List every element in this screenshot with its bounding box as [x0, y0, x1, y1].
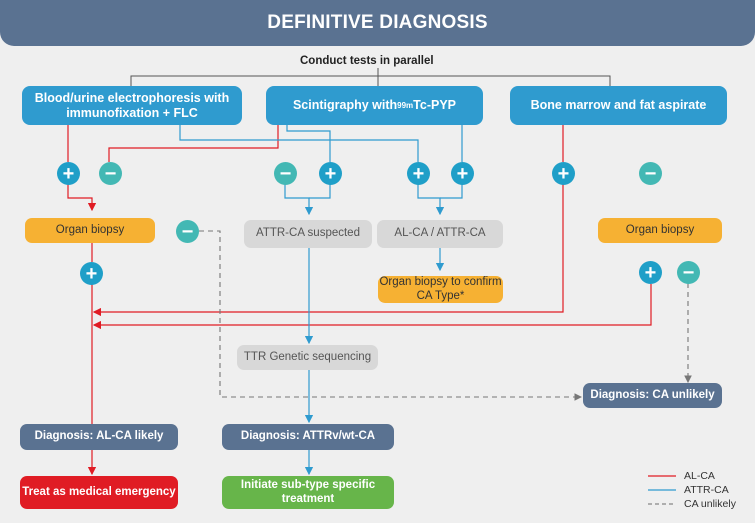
organ-biopsy-confirm-node: Organ biopsy to confirm CA Type*: [378, 276, 503, 303]
organ-biopsy-left: Organ biopsy: [25, 218, 155, 243]
scintigraphy-isotope: 99m: [397, 100, 414, 110]
legend-al-ca: AL-CA: [684, 470, 715, 482]
positive-result-icon: +: [319, 162, 342, 185]
positive-result-icon: +: [451, 162, 474, 185]
scintigraphy-prefix: Scintigraphy with: [292, 98, 398, 113]
negative-result-icon: −: [99, 162, 122, 185]
organ-biopsy-right: Organ biopsy: [598, 218, 722, 243]
bone-marrow-test: Bone marrow and fat aspirate: [510, 86, 727, 125]
page-title: DEFINITIVE DIAGNOSIS: [0, 0, 755, 46]
treat-emergency-node: Treat as medical emergency: [20, 476, 178, 509]
ttr-genetic-node: TTR Genetic sequencing: [237, 345, 378, 370]
initiate-treatment-node: Initiate sub-type specific treatment: [222, 476, 394, 509]
legend-attr-ca: ATTR-CA: [684, 484, 729, 496]
positive-result-icon: +: [639, 261, 662, 284]
negative-result-icon: −: [176, 220, 199, 243]
negative-result-icon: −: [677, 261, 700, 284]
al-attr-node: AL-CA / ATTR-CA: [377, 220, 503, 248]
positive-result-icon: +: [80, 262, 103, 285]
legend-ca-unlikely: CA unlikely: [684, 498, 736, 510]
positive-result-icon: +: [407, 162, 430, 185]
ca-unlikely-node: Diagnosis: CA unlikely: [583, 383, 722, 408]
negative-result-icon: −: [274, 162, 297, 185]
attr-wt-node: Diagnosis: ATTRv/wt-CA: [222, 424, 394, 450]
electrophoresis-test: Blood/urine electrophoresis with immunof…: [22, 86, 242, 125]
parallel-tests-label: Conduct tests in parallel: [300, 55, 434, 67]
scintigraphy-suffix: Tc-PYP: [413, 98, 457, 113]
positive-result-icon: +: [57, 162, 80, 185]
al-likely-node: Diagnosis: AL-CA likely: [20, 424, 178, 450]
positive-result-icon: +: [552, 162, 575, 185]
attr-suspected-node: ATTR-CA suspected: [244, 220, 372, 248]
negative-result-icon: −: [639, 162, 662, 185]
